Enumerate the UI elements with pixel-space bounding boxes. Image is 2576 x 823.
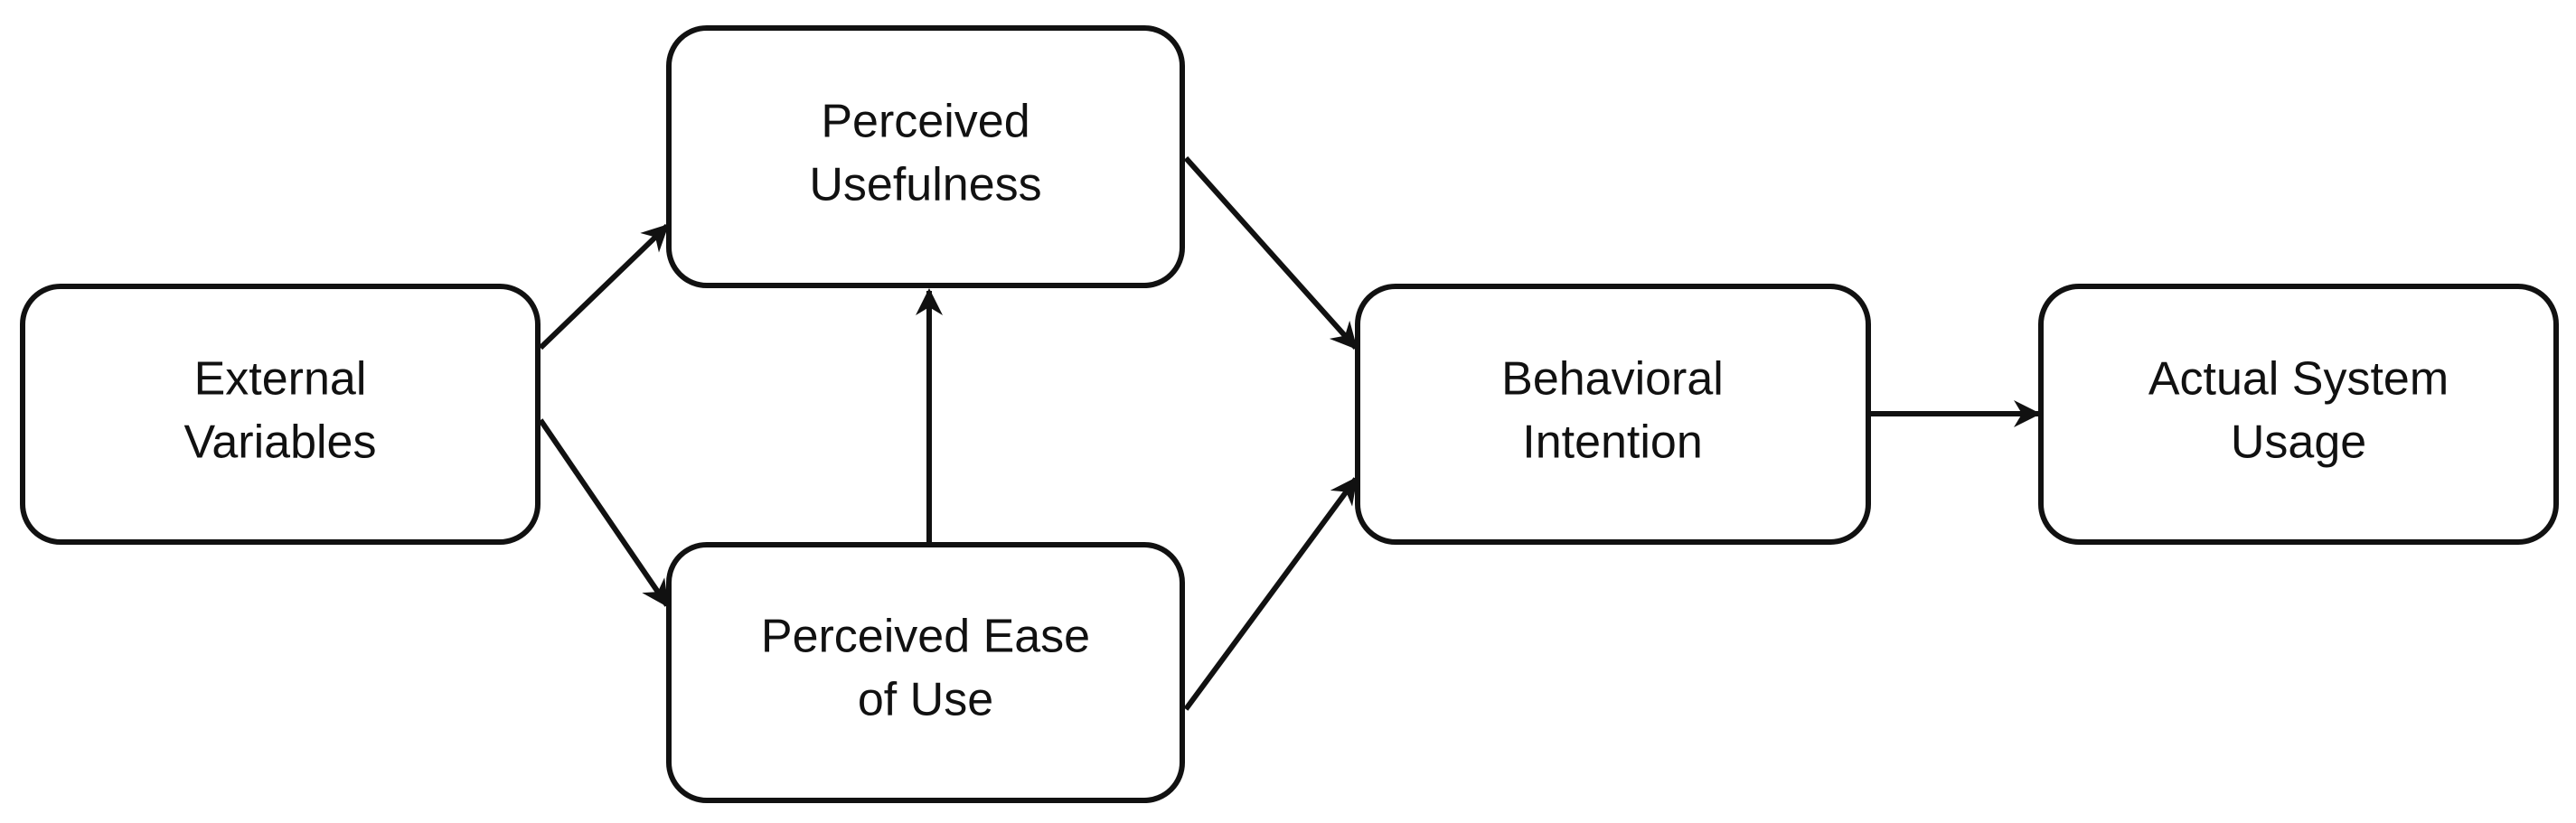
node-perceived-usefulness: Perceived Usefulness: [666, 25, 1185, 288]
node-perceived-ease-of-use: Perceived Ease of Use: [666, 542, 1185, 803]
node-external-variables-line2: Variables: [184, 416, 377, 469]
edge-ease-to-intention: [1183, 476, 1359, 711]
edge-external-to-usefulness: [538, 223, 670, 351]
node-actual-system-usage-line1: Actual System: [2148, 353, 2449, 406]
node-perceived-ease-of-use-line1: Perceived Ease: [761, 611, 1090, 663]
edge-usefulness-to-intention: [1183, 155, 1359, 351]
node-behavioral-intention-line1: Behavioral: [1501, 353, 1724, 406]
node-behavioral-intention: Behavioral Intention: [1355, 284, 1871, 545]
node-perceived-usefulness-line1: Perceived: [821, 96, 1029, 148]
edge-external-to-ease: [538, 418, 670, 608]
node-external-variables-line1: External: [194, 353, 367, 406]
node-behavioral-intention-box: [1355, 284, 1871, 545]
node-actual-system-usage: Actual System Usage: [2038, 284, 2559, 545]
node-perceived-usefulness-line2: Usefulness: [809, 159, 1041, 211]
node-perceived-usefulness-box: [666, 25, 1185, 288]
edges: [538, 155, 2041, 711]
node-external-variables: External Variables: [20, 284, 541, 545]
node-perceived-ease-of-use-box: [666, 542, 1185, 803]
node-behavioral-intention-line2: Intention: [1522, 416, 1703, 469]
node-actual-system-usage-box: [2038, 284, 2559, 545]
node-perceived-ease-of-use-line2: of Use: [858, 674, 993, 726]
node-actual-system-usage-line2: Usage: [2231, 416, 2366, 469]
node-external-variables-box: [20, 284, 541, 545]
